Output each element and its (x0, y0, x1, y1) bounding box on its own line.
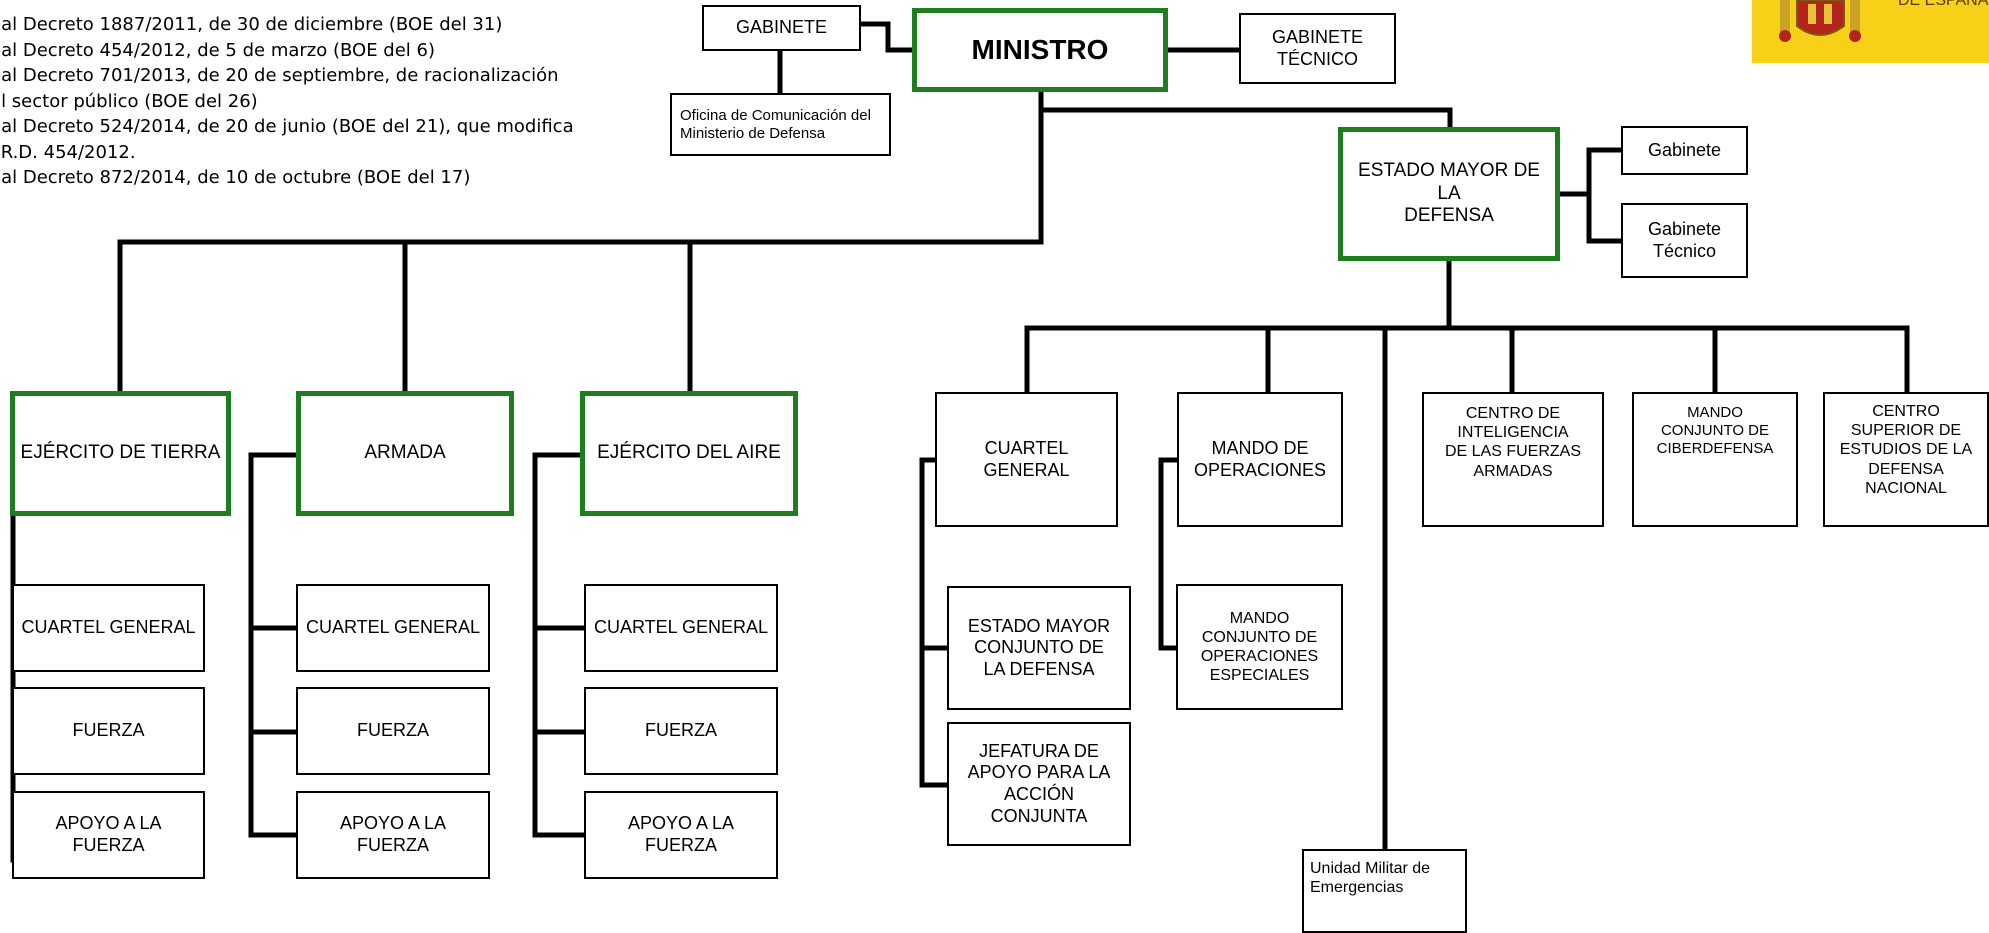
emad-box[interactable]: ESTADO MAYOR DE LA DEFENSA (1338, 127, 1560, 261)
gabinete-tecnico-label: GABINETE TÉCNICO (1271, 26, 1364, 69)
emad-label: ESTADO MAYOR DE LA DEFENSA (1358, 159, 1540, 227)
armada-cuartel-general-label: CUARTEL GENERAL (305, 617, 481, 638)
ceseden-label: CENTRO SUPERIOR DE ESTUDIOS DE LA DEFENS… (1839, 403, 1973, 497)
legal-note: eal Decreto 872/2014, de 10 de octubre (… (0, 167, 471, 188)
oficina-comunicacion-box[interactable]: Oficina de Comunicación del Ministerio d… (670, 93, 891, 156)
legal-note: eal Decreto 454/2012, de 5 de marzo (BOE… (0, 39, 435, 61)
legal-note: l R.D. 454/2012. (0, 141, 136, 163)
legal-note: eal Decreto 701/2013, de 20 de septiembr… (0, 65, 559, 86)
legal-note: eal Decreto 1887/2011, de 30 de diciembr… (0, 14, 503, 35)
aire-apoyo-fuerza-label: APOYO A LA FUERZA (627, 813, 735, 855)
emad-gabinete-label: Gabinete (1647, 139, 1722, 160)
jefatura-apoyo-label: JEFATURA DE APOYO PARA LA ACCIÓN CONJUNT… (967, 740, 1111, 826)
logo-text: DE ESPAÑA (1898, 0, 1989, 9)
legal-note: eal Decreto 524/2014, de 20 de junio (BO… (0, 116, 574, 137)
ejercito-aire-box[interactable]: EJÉRCITO DEL AIRE (580, 391, 798, 516)
ejercito-tierra-label: EJÉRCITO DE TIERRA (20, 442, 221, 464)
emad-cuartel-general-label: CUARTEL GENERAL (983, 437, 1070, 480)
mando-operaciones-label: MANDO DE OPERACIONES (1193, 437, 1327, 480)
emad-gabinete-box[interactable]: Gabinete (1621, 126, 1748, 175)
armada-label: ARMADA (364, 442, 446, 464)
armada-apoyo-fuerza-label: APOYO A LA FUERZA (339, 813, 447, 855)
tierra-cuartel-general-label: CUARTEL GENERAL (21, 617, 196, 638)
ejercito-aire-label: EJÉRCITO DEL AIRE (597, 442, 781, 464)
cifas-box[interactable]: CENTRO DE INTELIGENCIA DE LAS FUERZAS AR… (1422, 392, 1604, 527)
tierra-fuerza-label: FUERZA (72, 720, 145, 741)
emacon-label: ESTADO MAYOR CONJUNTO DE LA DEFENSA (967, 615, 1111, 679)
emad-cuartel-general-box[interactable]: CUARTEL GENERAL (935, 392, 1118, 527)
aire-fuerza-label: FUERZA (645, 720, 717, 741)
legal-note: el sector público (BOE del 26) (0, 90, 258, 112)
coat-of-arms-icon (1779, 0, 1861, 42)
armada-box[interactable]: ARMADA (296, 391, 514, 516)
mcoe-label: MANDO CONJUNTO DE OPERACIONES ESPECIALES (1200, 609, 1319, 685)
aire-cuartel-general-label: CUARTEL GENERAL (593, 617, 769, 638)
armada-fuerza-box[interactable]: FUERZA (296, 687, 490, 775)
gabinete-label: GABINETE (735, 17, 828, 38)
cifas-label: CENTRO DE INTELIGENCIA DE LAS FUERZAS AR… (1444, 405, 1582, 480)
armada-cuartel-general-box[interactable]: CUARTEL GENERAL (296, 584, 490, 672)
emad-gabinete-tecnico-box[interactable]: Gabinete Técnico (1621, 203, 1748, 278)
mando-ciberdefensa-label: MANDO CONJUNTO DE CIBERDEFENSA (1656, 404, 1774, 457)
armada-apoyo-fuerza-box[interactable]: APOYO A LA FUERZA (296, 791, 490, 879)
tierra-cuartel-general-box[interactable]: CUARTEL GENERAL (12, 584, 205, 672)
emad-gabinete-tecnico-label: Gabinete Técnico (1647, 218, 1722, 261)
legal-notes: eal Decreto 1887/2011, de 30 de diciembr… (0, 12, 574, 191)
government-logo (1752, 0, 1989, 63)
gabinete-box[interactable]: GABINETE (702, 5, 861, 51)
emacon-box[interactable]: ESTADO MAYOR CONJUNTO DE LA DEFENSA (947, 586, 1131, 710)
ejercito-tierra-box[interactable]: EJÉRCITO DE TIERRA (10, 391, 231, 516)
mando-ciberdefensa-box[interactable]: MANDO CONJUNTO DE CIBERDEFENSA (1632, 392, 1798, 527)
mando-operaciones-box[interactable]: MANDO DE OPERACIONES (1177, 392, 1343, 527)
oficina-comunicacion-label: Oficina de Comunicación del Ministerio d… (680, 106, 871, 142)
tierra-fuerza-box[interactable]: FUERZA (12, 687, 205, 775)
gabinete-tecnico-box[interactable]: GABINETE TÉCNICO (1239, 13, 1396, 84)
aire-apoyo-fuerza-box[interactable]: APOYO A LA FUERZA (584, 791, 778, 879)
ceseden-box[interactable]: CENTRO SUPERIOR DE ESTUDIOS DE LA DEFENS… (1823, 392, 1989, 527)
armada-fuerza-label: FUERZA (357, 720, 429, 741)
mcoe-box[interactable]: MANDO CONJUNTO DE OPERACIONES ESPECIALES (1176, 584, 1343, 710)
ume-box[interactable]: Unidad Militar de Emergencias (1302, 849, 1467, 933)
jefatura-apoyo-box[interactable]: JEFATURA DE APOYO PARA LA ACCIÓN CONJUNT… (947, 722, 1131, 846)
ume-label: Unidad Militar de Emergencias (1310, 860, 1431, 897)
ministro-box[interactable]: MINISTRO (912, 8, 1168, 92)
aire-fuerza-box[interactable]: FUERZA (584, 687, 778, 775)
aire-cuartel-general-box[interactable]: CUARTEL GENERAL (584, 584, 778, 672)
tierra-apoyo-fuerza-label: APOYO A LA FUERZA (55, 813, 162, 855)
tierra-apoyo-fuerza-box[interactable]: APOYO A LA FUERZA (12, 791, 205, 879)
ministro-label: MINISTRO (971, 34, 1109, 66)
